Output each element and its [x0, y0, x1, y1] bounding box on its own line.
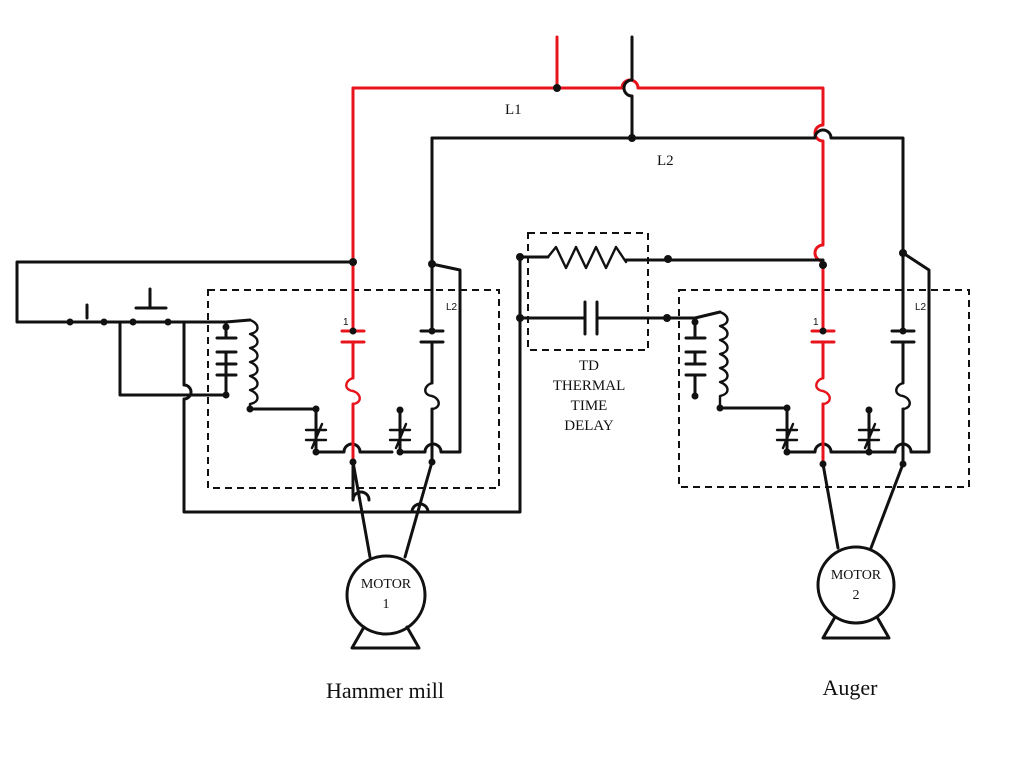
- td-line-3: TIME: [571, 398, 608, 414]
- l1-label: L1: [505, 102, 522, 118]
- motor1-caption: Hammer mill: [326, 678, 444, 703]
- thermal-delay-enclosure: [527, 232, 649, 351]
- coil-assembly-left: [215, 318, 318, 430]
- motor1-symbol: MOTOR 1: [345, 554, 427, 650]
- l2-label: L2: [657, 153, 674, 169]
- supply-l2-wire: [430, 35, 905, 266]
- contact-1-label-left: 1: [343, 317, 349, 328]
- start-stop-control: [15, 255, 536, 514]
- motor1-label: MOTOR: [361, 577, 412, 592]
- overload-contact-left-b: [388, 262, 462, 454]
- supply-l1-wire: [351, 35, 825, 267]
- motor2-caption: Auger: [823, 675, 879, 700]
- motor2-leads: [821, 462, 905, 550]
- main-contact-right-l1: [810, 263, 836, 466]
- main-contact-left-l2: [419, 262, 445, 464]
- td-line-1: TD: [579, 358, 599, 374]
- motor2-number: 2: [853, 588, 860, 603]
- overload-contact-right-b: [857, 251, 931, 454]
- motor2-label: MOTOR: [831, 568, 882, 583]
- contact-1-label-right: 1: [813, 317, 819, 328]
- main-contact-right-l2: [890, 251, 916, 466]
- coil-assembly-right: [684, 310, 789, 430]
- td-line-2: THERMAL: [553, 378, 626, 394]
- overload-contact-left-a: [304, 422, 394, 454]
- motor1-number: 1: [383, 597, 390, 612]
- td-line-4: DELAY: [564, 418, 614, 434]
- thermal-delay-label: TD THERMAL TIME DELAY: [553, 358, 626, 434]
- motor1-leads: [351, 460, 434, 559]
- motor2-symbol: MOTOR 2: [816, 545, 896, 640]
- contact-l2-label-right: L2: [915, 302, 927, 313]
- thermal-heater: [532, 245, 825, 270]
- contact-l2-label-left: L2: [446, 302, 458, 313]
- junction-dots: [66, 84, 907, 468]
- main-contact-left-l1: [340, 260, 366, 464]
